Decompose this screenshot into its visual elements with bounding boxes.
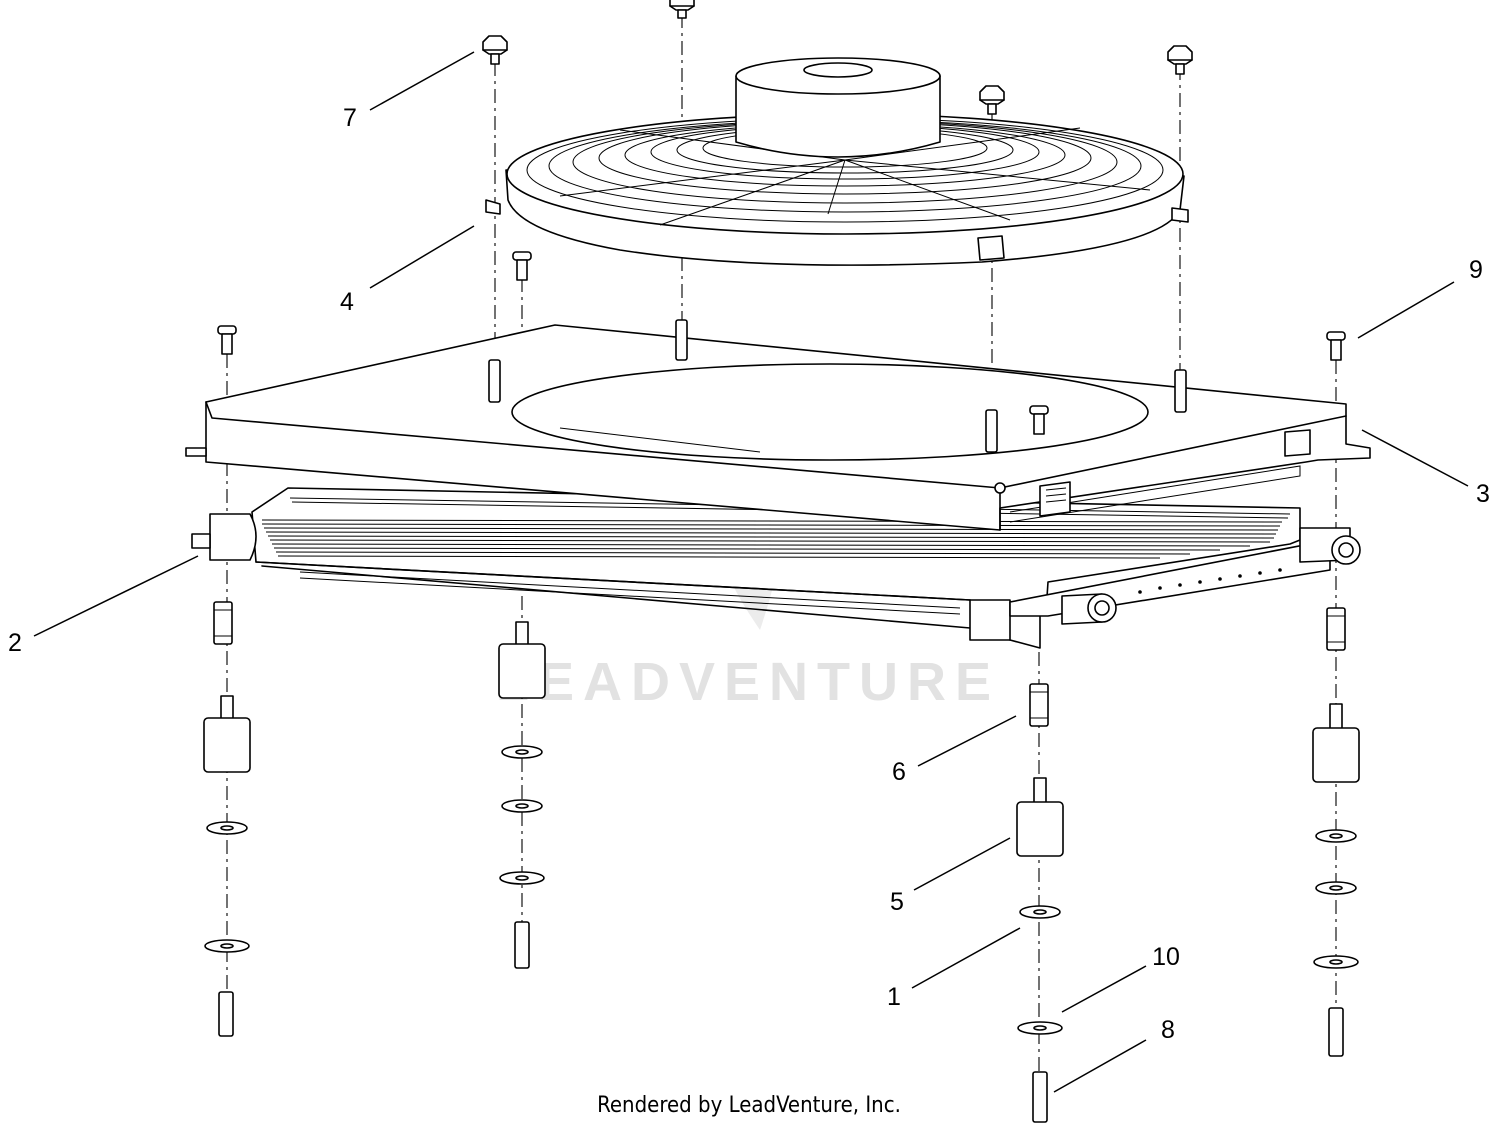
mount-stack-center: [498, 621, 546, 969]
shroud-studs: [488, 319, 1187, 453]
callout-3: 3: [1476, 480, 1490, 508]
callout-2: 2: [8, 629, 22, 657]
callout-1: 1: [887, 983, 901, 1011]
mount-stack-front: [1016, 683, 1064, 1123]
flange-bolts-top: [482, 0, 1193, 115]
callout-labels: 7 4 9 3 2 6 5 1 10 8: [8, 104, 1490, 1044]
callout-5: 5: [890, 888, 904, 916]
electric-fan: [485, 57, 1189, 266]
callout-9: 9: [1469, 256, 1483, 284]
callout-10: 10: [1152, 943, 1180, 971]
footer-credit: Rendered by LeadVenture, Inc.: [597, 1093, 901, 1118]
leader-lines: [33, 51, 1469, 1093]
push-pins: [217, 251, 1346, 435]
mount-stack-left: [203, 601, 251, 1037]
radiator: [191, 487, 1361, 649]
callout-4: 4: [340, 288, 354, 316]
callout-8: 8: [1161, 1016, 1175, 1044]
callout-6: 6: [892, 758, 906, 786]
callout-7: 7: [343, 104, 357, 132]
watermark-text: LEADVENTURE: [496, 652, 1000, 712]
mount-stack-right: [1312, 607, 1360, 1057]
